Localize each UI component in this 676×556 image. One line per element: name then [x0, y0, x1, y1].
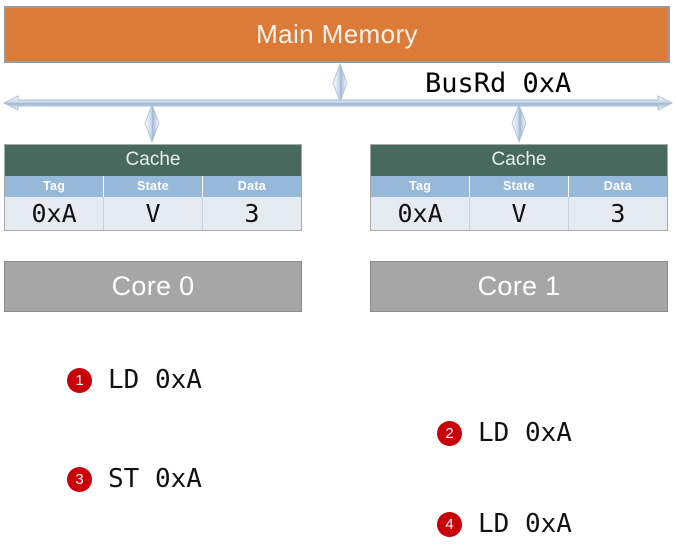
step-item-1: 1 LD 0xA [67, 365, 202, 395]
column-header-state: State [103, 175, 203, 197]
step-item-3: 3 ST 0xA [67, 464, 202, 494]
main-memory-block: Main Memory [4, 6, 670, 63]
connector-memory-to-bus [332, 63, 348, 104]
step-number-badge-icon: 3 [67, 466, 92, 492]
step-number-badge-icon: 4 [437, 511, 462, 537]
cell-tag: 0xA [371, 196, 471, 230]
cell-tag: 0xA [5, 196, 105, 230]
column-header-data: Data [567, 175, 667, 197]
connector-bus-to-cache-1 [511, 103, 527, 144]
core-label-1: Core 1 [477, 271, 561, 301]
column-header-tag: Tag [371, 175, 471, 197]
cache-block-0: Cache Tag State Data 0xA V 3 [4, 144, 302, 231]
cache-table-0: Tag State Data 0xA V 3 [5, 175, 301, 230]
cache-table-header-row: Tag State Data [371, 175, 667, 197]
step-instruction-3: ST 0xA [108, 464, 202, 494]
cell-state: V [469, 196, 569, 230]
cache-title-1: Cache [371, 145, 667, 176]
step-number-badge-icon: 1 [67, 367, 92, 393]
step-item-4: 4 LD 0xA [437, 509, 572, 539]
column-header-data: Data [201, 175, 301, 197]
column-header-tag: Tag [5, 175, 105, 197]
step-number-badge-icon: 2 [437, 420, 462, 446]
main-memory-label: Main Memory [256, 19, 418, 49]
bus-line [2, 95, 674, 111]
step-instruction-4: LD 0xA [478, 509, 572, 539]
core-block-1: Core 1 [370, 261, 668, 312]
cache-table-row: 0xA V 3 [5, 196, 301, 230]
core-block-0: Core 0 [4, 261, 302, 312]
step-instruction-2: LD 0xA [478, 418, 572, 448]
cell-state: V [103, 196, 203, 230]
cache-block-1: Cache Tag State Data 0xA V 3 [370, 144, 668, 231]
bus-diagram [2, 63, 674, 144]
core-label-0: Core 0 [111, 271, 195, 301]
connector-bus-to-cache-0 [144, 103, 160, 144]
step-item-2: 2 LD 0xA [437, 418, 572, 448]
cache-table-1: Tag State Data 0xA V 3 [371, 175, 667, 230]
cache-table-row: 0xA V 3 [371, 196, 667, 230]
step-instruction-1: LD 0xA [108, 365, 202, 395]
cell-data: 3 [201, 196, 301, 230]
column-header-state: State [469, 175, 569, 197]
bus-transaction-label: BusRd 0xA [425, 68, 572, 99]
cache-title-0: Cache [5, 145, 301, 176]
cache-table-header-row: Tag State Data [5, 175, 301, 197]
cell-data: 3 [567, 196, 667, 230]
